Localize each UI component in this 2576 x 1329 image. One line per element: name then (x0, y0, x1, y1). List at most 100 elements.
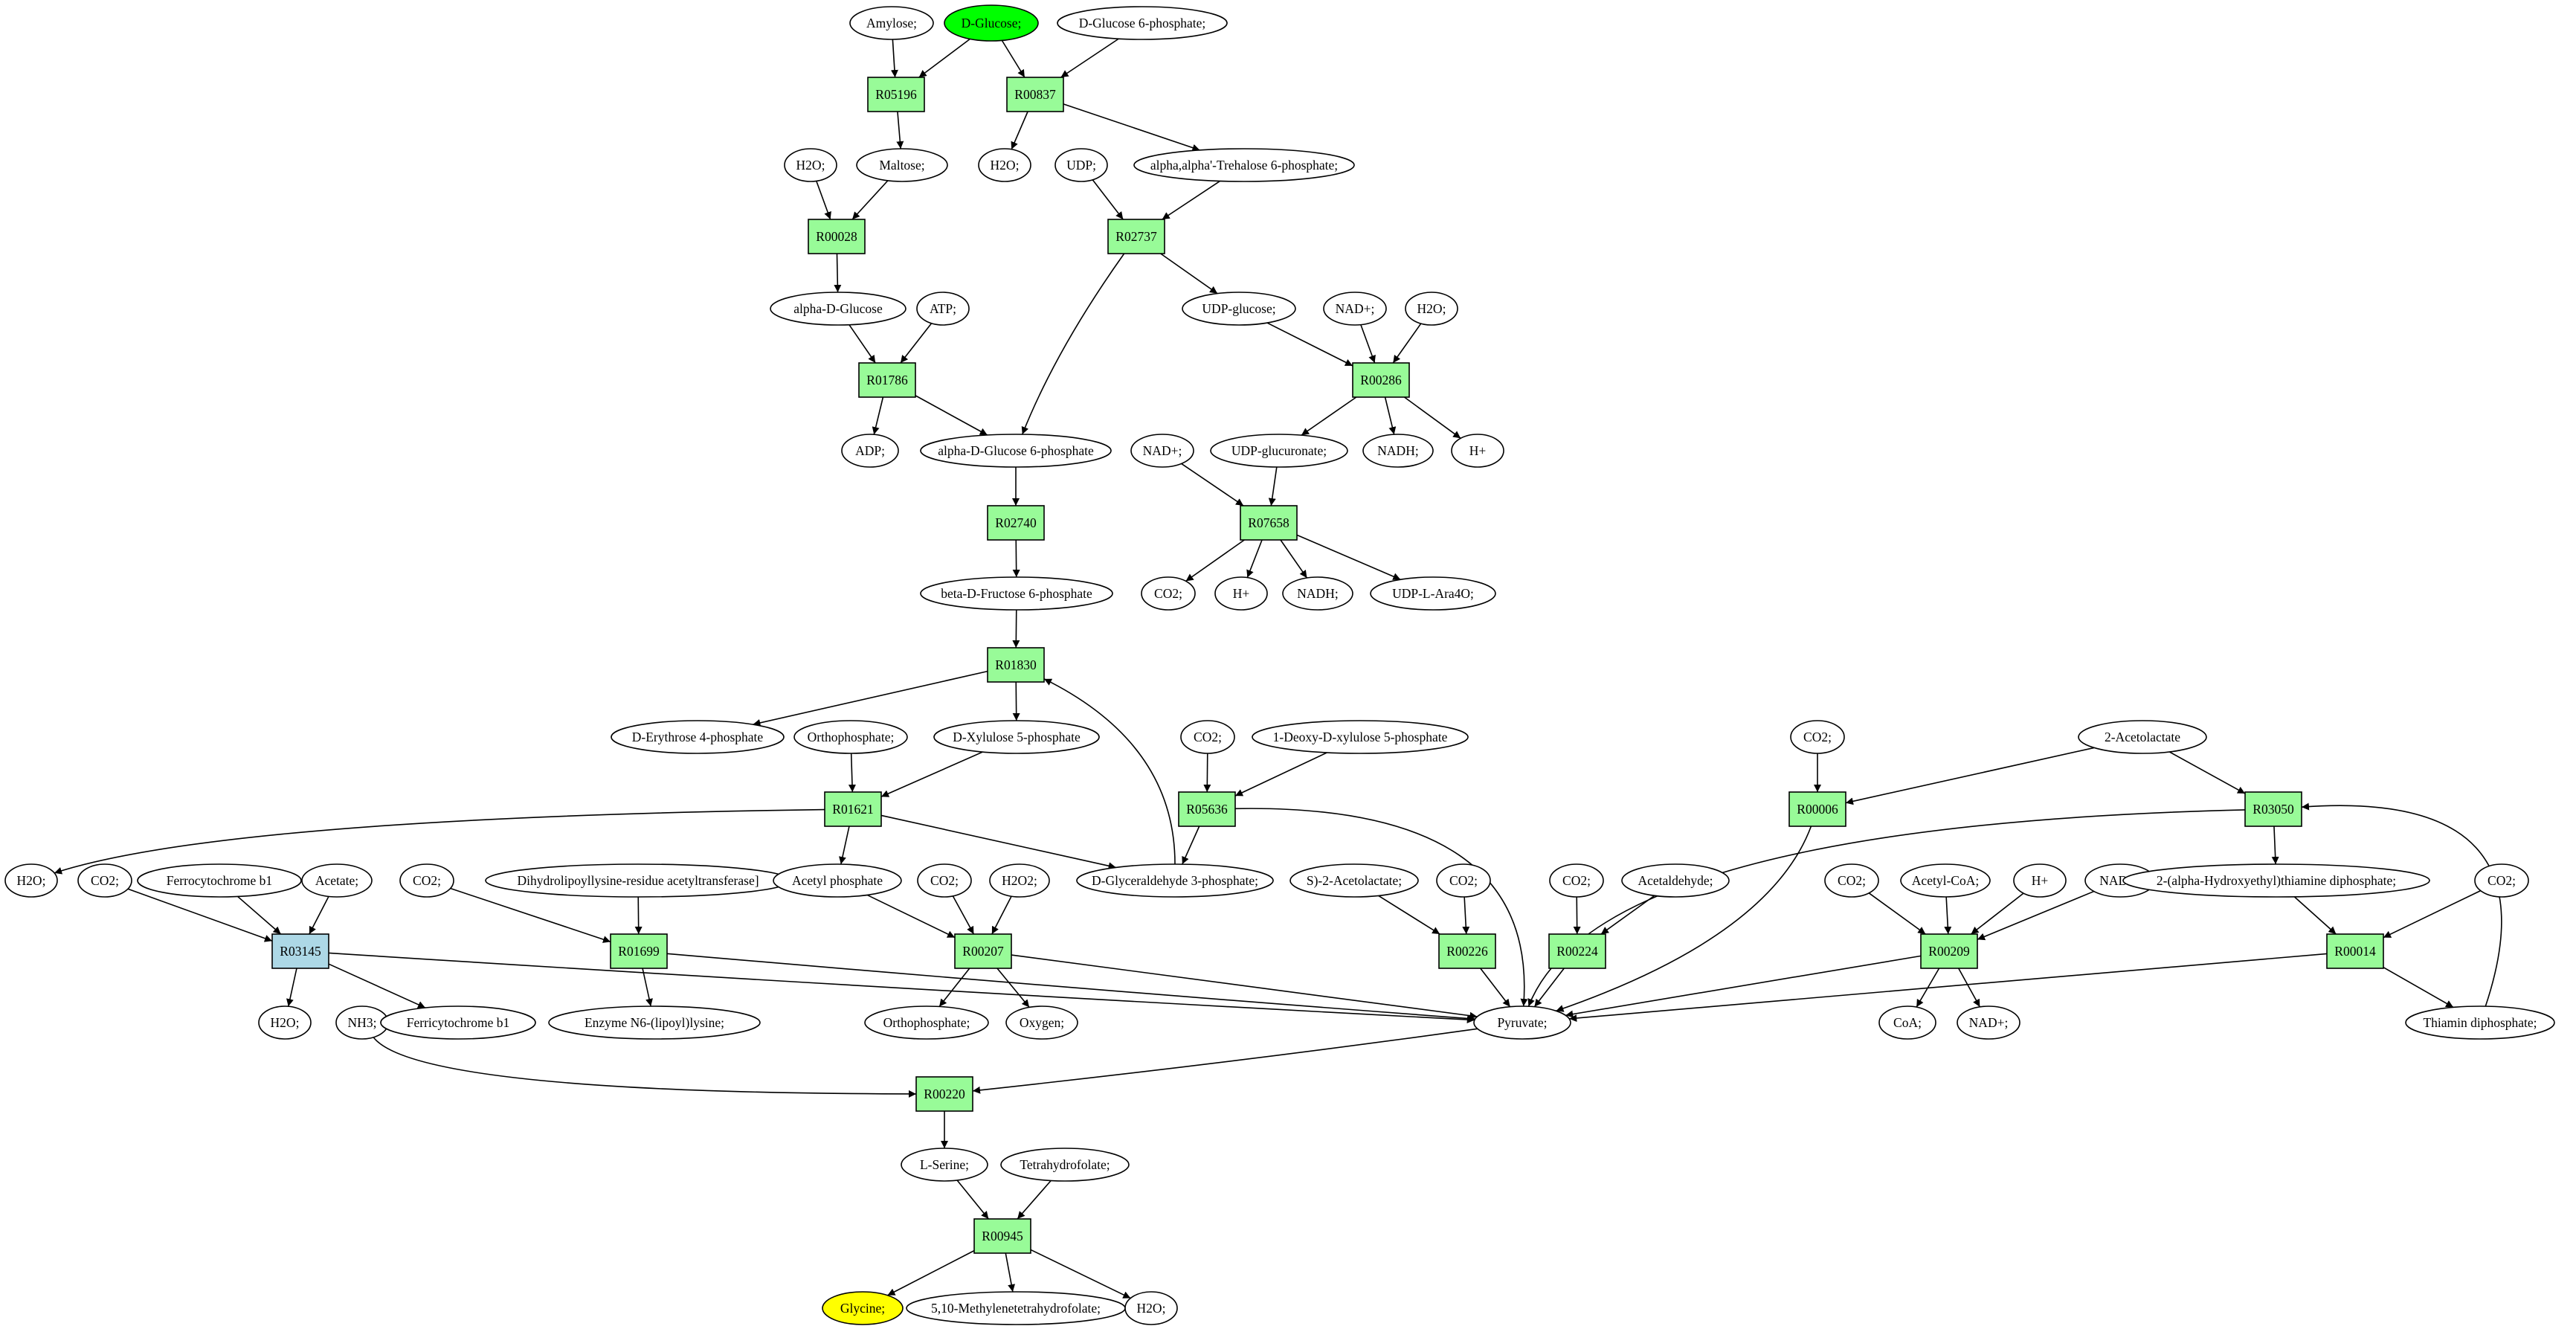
compound-node-udp_a[interactable]: UDP; (1054, 148, 1108, 182)
compound-node-co2_i[interactable]: CO2; (1824, 863, 1879, 898)
reaction-node-R07658[interactable]: R07658 (1240, 505, 1298, 541)
edge-R01830-to-dx5p (1012, 681, 1020, 721)
compound-node-acetate[interactable]: Acetate; (301, 863, 373, 898)
compound-node-udpglucuronate[interactable]: UDP-glucuronate; (1210, 434, 1348, 468)
compound-node-ortho_a[interactable]: Orthophosphate; (793, 720, 908, 754)
compound-node-hplus_a[interactable]: H+ (1451, 434, 1504, 468)
compound-node-acetylcoa[interactable]: Acetyl-CoA; (1900, 863, 1991, 898)
compound-node-co2_e[interactable]: CO2; (399, 863, 454, 898)
compound-node-h2o_f[interactable]: H2O; (1124, 1291, 1178, 1325)
reaction-node-R00209[interactable]: R00209 (1920, 933, 1978, 969)
compound-node-udpara[interactable]: UDP-L-Ara4O; (1370, 576, 1496, 611)
reaction-node-R00014[interactable]: R00014 (2326, 933, 2384, 969)
reaction-box (1548, 933, 1606, 969)
edge-dglucose-to-R05196 (918, 38, 970, 78)
reaction-node-R05636[interactable]: R05636 (1178, 791, 1236, 827)
reaction-node-R00945[interactable]: R00945 (973, 1218, 1031, 1254)
reaction-node-R00028[interactable]: R00028 (808, 219, 866, 254)
reaction-node-R00006[interactable]: R00006 (1788, 791, 1846, 827)
compound-node-atp[interactable]: ATP; (916, 292, 970, 326)
compound-node-thiamindp[interactable]: Thiamin diphosphate; (2405, 1005, 2555, 1040)
compound-node-amylose[interactable]: Amylose; (849, 6, 934, 40)
compound-node-co2_d[interactable]: CO2; (77, 863, 132, 898)
compound-node-coa[interactable]: CoA; (1878, 1005, 1936, 1040)
compound-node-enzymelipoyl[interactable]: Enzyme N6-(lipoyl)lysine; (548, 1005, 761, 1040)
compound-node-acetylp[interactable]: Acetyl phosphate (773, 863, 902, 898)
compound-node-nadh_a[interactable]: NADH; (1362, 434, 1434, 468)
compound-node-ortho_b[interactable]: Orthophosphate; (864, 1005, 989, 1040)
node-label: D-Glyceraldehyde 3-phosphate; (1092, 873, 1258, 888)
edge-R00945-to-glycine (887, 1249, 975, 1296)
compound-node-adg6p[interactable]: alpha-D-Glucose 6-phosphate (920, 434, 1112, 468)
compound-node-bdf6p[interactable]: beta-D-Fructose 6-phosphate (920, 576, 1113, 611)
compound-node-dihydrolipoyl[interactable]: Dihydrolipoyllysine-residue acetyltransf… (485, 863, 791, 898)
compound-node-glycine[interactable]: Glycine; (822, 1291, 904, 1325)
compound-node-dx5p[interactable]: D-Xylulose 5-phosphate (933, 720, 1100, 754)
reaction-node-R01830[interactable]: R01830 (987, 647, 1045, 683)
compound-node-acetaldehyde[interactable]: Acetaldehyde; (1621, 863, 1730, 898)
compound-node-lserine[interactable]: L-Serine; (901, 1148, 988, 1182)
compound-node-co2_f[interactable]: CO2; (917, 863, 972, 898)
reaction-box (915, 1076, 973, 1112)
edge-R01786-to-adp (872, 396, 884, 435)
reaction-box (954, 933, 1012, 969)
compound-node-maltose[interactable]: Maltose; (856, 148, 948, 182)
reaction-node-R03050[interactable]: R03050 (2244, 791, 2302, 827)
compound-node-dglucose[interactable]: D-Glucose; (944, 4, 1039, 42)
compound-node-methylenethf[interactable]: 5,10-Methylenetetrahydrofolate; (906, 1291, 1126, 1325)
compound-node-ferrob1_a[interactable]: Ferrocytochrome b1 (137, 863, 302, 898)
reaction-node-R00226[interactable]: R00226 (1438, 933, 1496, 969)
compound-node-s2acetolactate[interactable]: S)-2-Acetolactate; (1289, 863, 1419, 898)
compound-node-co2_j[interactable]: CO2; (2474, 863, 2529, 898)
compound-node-pyruvate[interactable]: Pyruvate; (1473, 1005, 1571, 1040)
compound-node-de4p[interactable]: D-Erythrose 4-phosphate (611, 720, 785, 754)
compound-node-nad_b[interactable]: NAD+; (1130, 434, 1194, 468)
compound-node-h2o_e[interactable]: H2O; (258, 1005, 312, 1040)
edge-acetate-to-R03145 (309, 896, 329, 935)
reaction-node-R00207[interactable]: R00207 (954, 933, 1012, 969)
reaction-node-R02740[interactable]: R02740 (987, 505, 1045, 541)
compound-node-hethtpp[interactable]: 2-(alpha-Hydroxyethyl)thiamine diphospha… (2122, 863, 2430, 898)
compound-node-co2_b[interactable]: CO2; (1180, 720, 1235, 754)
compound-node-co2_a[interactable]: CO2; (1141, 576, 1196, 611)
compound-node-thf[interactable]: Tetrahydrofolate; (1000, 1148, 1130, 1182)
compound-node-trehalose6p[interactable]: alpha,alpha'-Trehalose 6-phosphate; (1133, 148, 1355, 182)
compound-node-h2o_b[interactable]: H2O; (978, 148, 1031, 182)
compound-node-udpglucose[interactable]: UDP-glucose; (1182, 292, 1296, 326)
reaction-node-R00224[interactable]: R00224 (1548, 933, 1606, 969)
compound-node-deoxyx5p[interactable]: 1-Deoxy-D-xylulose 5-phosphate (1252, 720, 1469, 754)
compound-node-co2_c[interactable]: CO2; (1790, 720, 1845, 754)
compound-node-nad_c[interactable]: NAD+; (1957, 1005, 2020, 1040)
compound-node-adp[interactable]: ADP; (841, 434, 899, 468)
compound-node-co2_g[interactable]: CO2; (1436, 863, 1491, 898)
reaction-node-R01621[interactable]: R01621 (824, 791, 882, 827)
compound-node-h2o2[interactable]: H2O2; (989, 863, 1050, 898)
compound-node-ferrib1[interactable]: Ferricytochrome b1 (380, 1005, 536, 1040)
compound-node-acetolactate2[interactable]: 2-Acetolactate (2078, 720, 2207, 754)
compound-node-dg3p[interactable]: D-Glyceraldehyde 3-phosphate; (1076, 863, 1274, 898)
compound-node-h2o_a[interactable]: H2O; (784, 148, 837, 182)
compound-node-nh3[interactable]: NH3; (335, 1005, 389, 1040)
compound-ellipse (917, 863, 972, 898)
compound-node-hplus_c[interactable]: H+ (2013, 863, 2067, 898)
compound-node-h2o_c[interactable]: H2O; (1405, 292, 1458, 326)
reaction-node-R00837[interactable]: R00837 (1006, 77, 1064, 112)
compound-node-co2_h[interactable]: CO2; (1549, 863, 1604, 898)
reaction-node-R02737[interactable]: R02737 (1107, 219, 1165, 254)
reaction-node-R05196[interactable]: R05196 (867, 77, 925, 112)
compound-node-h2o_d[interactable]: H2O; (4, 863, 58, 898)
compound-node-dg6p[interactable]: D-Glucose 6-phosphate; (1057, 6, 1228, 40)
reaction-node-R03145[interactable]: R03145 (271, 933, 329, 969)
compound-node-alphadglucose[interactable]: alpha-D-Glucose (770, 292, 907, 326)
edge-R00014-to-thiamindp (2383, 967, 2454, 1008)
compound-node-nad_a[interactable]: NAD+; (1323, 292, 1387, 326)
node-label: D-Glucose; (962, 16, 1022, 30)
compound-node-nadh_b[interactable]: NADH; (1282, 576, 1353, 611)
reaction-node-R00286[interactable]: R00286 (1352, 362, 1410, 398)
reaction-node-R01786[interactable]: R01786 (858, 362, 916, 398)
compound-node-oxygen[interactable]: Oxygen; (1005, 1005, 1078, 1040)
reaction-node-R01699[interactable]: R01699 (610, 933, 668, 969)
node-label: CO2; (930, 873, 959, 888)
reaction-node-R00220[interactable]: R00220 (915, 1076, 973, 1112)
compound-node-hplus_b[interactable]: H+ (1214, 576, 1268, 611)
